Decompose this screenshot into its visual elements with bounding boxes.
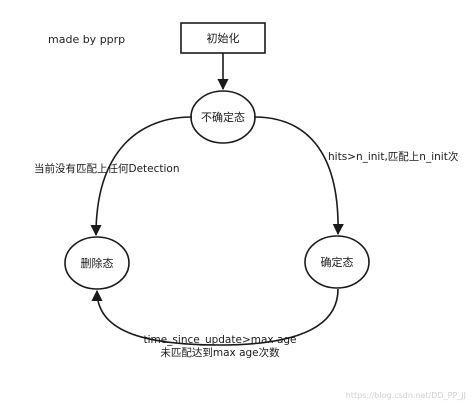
author-note: made by pprp [48, 33, 125, 46]
edge-tentative-to-deleted-label: 当前没有匹配上任何Detection [34, 162, 180, 175]
watermark-text: https://blog.csdn.net/DD_PP_JJ [346, 391, 466, 400]
edge-confirmed-to-deleted-label-line1: time_since_update>max age [143, 334, 296, 346]
node-confirmed-label: 确定态 [321, 255, 354, 269]
edge-confirmed-to-deleted [91, 288, 339, 346]
node-init-box [180, 22, 266, 54]
node-confirmed [304, 235, 370, 289]
edge-tentative-to-confirmed-label: hits>n_init,匹配上n_init次 [328, 150, 459, 163]
node-deleted [64, 236, 130, 290]
edge-tentative-to-deleted [90, 116, 193, 237]
edge-confirmed-to-deleted-label-line2: 未匹配达到max age次数 [160, 346, 280, 359]
edge-tentative-to-confirmed [253, 116, 344, 236]
node-init-label: 初始化 [207, 31, 240, 45]
node-deleted-label: 删除态 [81, 256, 114, 270]
node-tentative-label: 不确定态 [201, 110, 245, 124]
